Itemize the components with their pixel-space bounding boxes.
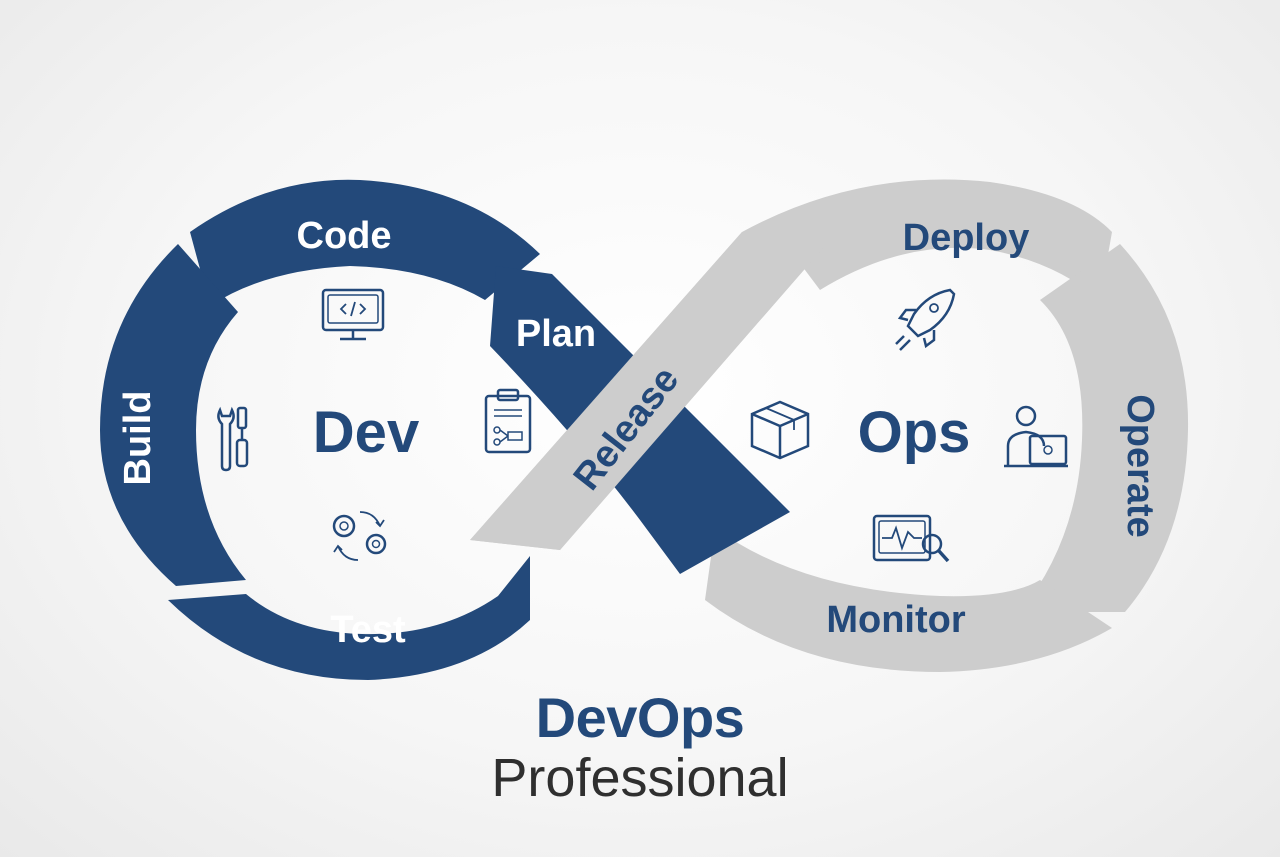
- brand-title: DevOps: [535, 686, 745, 749]
- brand-subtitle: Professional: [491, 748, 789, 808]
- test-label: Test: [330, 609, 406, 651]
- code-segment: [190, 179, 540, 306]
- operate-label: Operate: [1119, 394, 1161, 538]
- tools-icon: [217, 406, 249, 472]
- plan-label: Plan: [516, 313, 596, 355]
- monitor-segment: [705, 528, 1112, 672]
- code-label: Code: [297, 215, 392, 257]
- gears-cycle-icon: [332, 511, 387, 561]
- monitor-chart-icon: [872, 514, 950, 563]
- test-segment: [168, 556, 530, 680]
- box-icon: [750, 400, 810, 460]
- release-segment-overlap: [470, 232, 830, 550]
- person-laptop-icon: [1004, 405, 1068, 468]
- infinity-loop: Code Plan Build Test Deploy Operate Moni…: [100, 179, 1189, 680]
- monitor-label: Monitor: [826, 599, 966, 641]
- footer: DevOps Professional: [0, 686, 1280, 808]
- rocket-icon: [895, 288, 956, 351]
- operate-segment: [1020, 244, 1189, 612]
- code-monitor-icon: [321, 288, 385, 341]
- build-segment: [100, 244, 246, 586]
- dev-center-label: Dev: [313, 400, 419, 465]
- ops-center-label: Ops: [858, 400, 971, 465]
- deploy-label: Deploy: [903, 217, 1030, 259]
- deploy-segment: [742, 179, 1112, 300]
- build-label: Build: [117, 391, 159, 486]
- clipboard-flow-icon: [484, 388, 532, 454]
